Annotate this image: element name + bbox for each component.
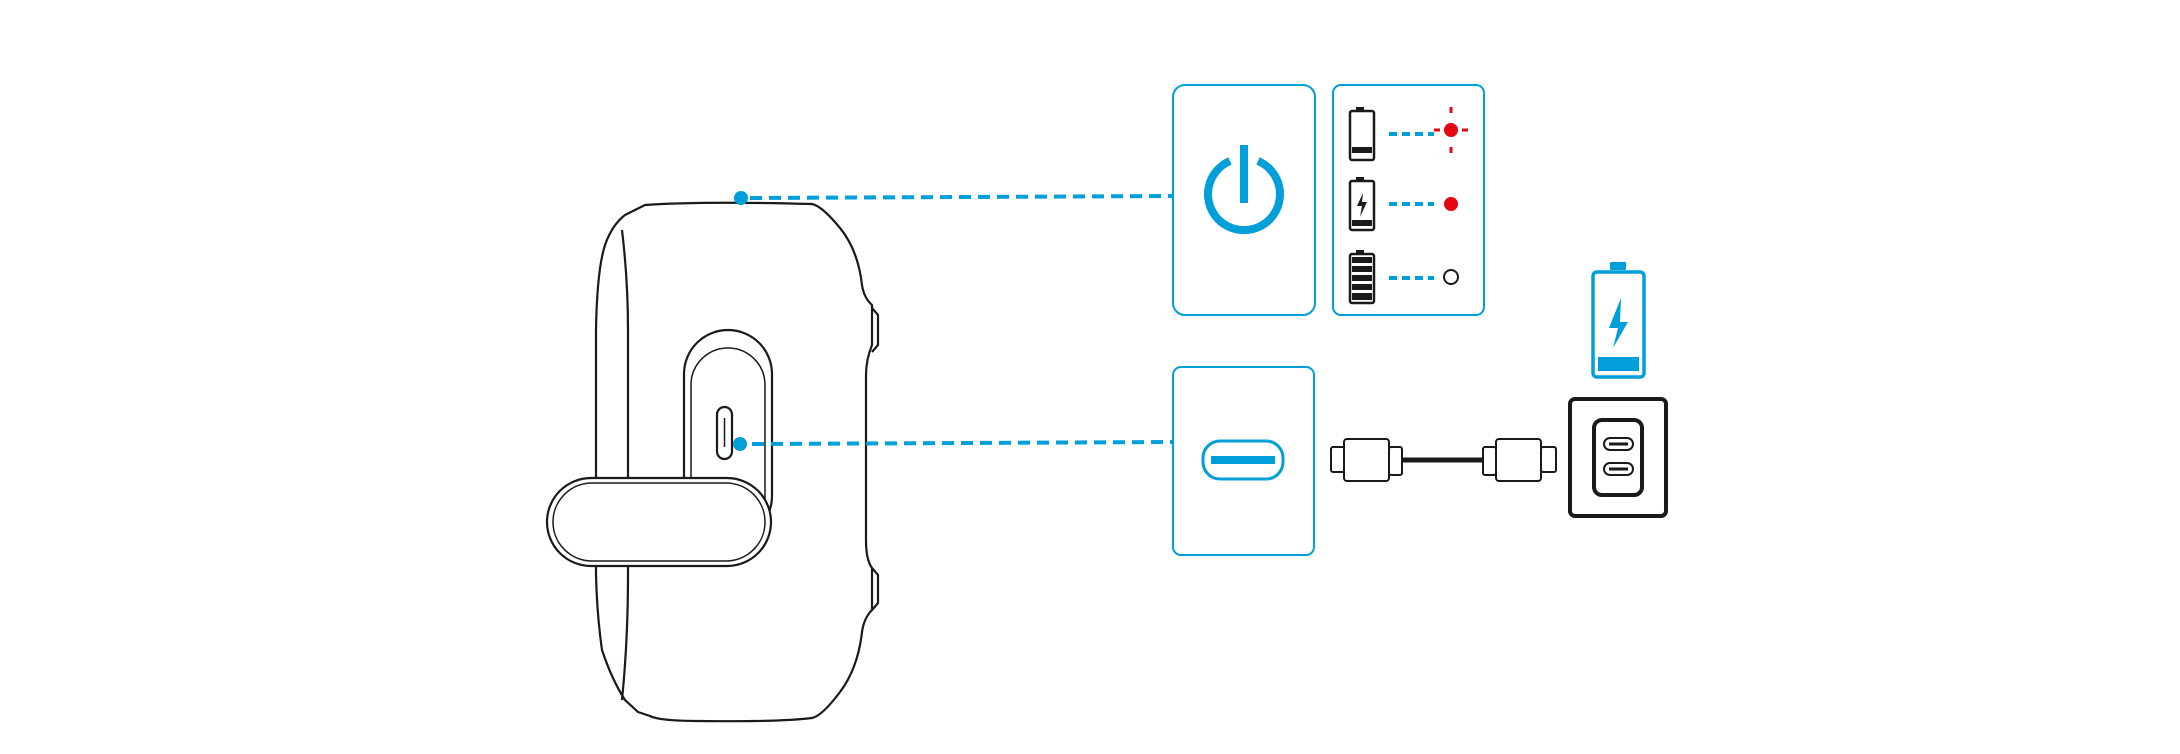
usb-c-port-tongue <box>1211 456 1275 464</box>
speaker-button-bump-top <box>871 307 880 353</box>
led-off-icon <box>1443 269 1459 285</box>
speaker-side-seam <box>620 229 630 701</box>
charger-face <box>1592 418 1644 497</box>
usb-c-port-panel <box>1172 366 1315 556</box>
strap-loop-inner <box>552 482 766 562</box>
speaker-body-outline <box>594 201 874 723</box>
blinking-red-led-icon <box>1434 107 1468 153</box>
callout-lines <box>749 194 1175 446</box>
usb-c-cable-icon <box>1330 438 1557 482</box>
power-panel-frame <box>1172 84 1316 316</box>
cable-plug-left-body <box>1343 438 1390 482</box>
charger-port-1 <box>1603 437 1634 451</box>
cable-plug-right-body <box>1495 438 1542 482</box>
port-callout-line <box>751 440 1175 446</box>
strap-loop <box>545 476 773 568</box>
solid-red-led-icon <box>1444 197 1458 211</box>
power-panel <box>1172 84 1316 316</box>
usb-c-port-on-speaker <box>715 405 734 461</box>
power-callout-line <box>749 194 1175 200</box>
lightning-bolt-icon <box>1609 298 1628 348</box>
power-icon <box>1204 145 1284 235</box>
charger-outer <box>1568 397 1668 518</box>
charging-battery-indicator <box>1591 262 1646 379</box>
usb-panel-frame <box>1172 366 1315 556</box>
dual-usb-c-charger-icon <box>1568 397 1668 518</box>
led-status-panel <box>1332 84 1485 316</box>
cable-plug-right-tip <box>1540 446 1557 473</box>
speaker-side-view <box>545 201 880 723</box>
power-button-marker <box>734 191 748 205</box>
charging-battery-icon <box>1348 177 1376 232</box>
low-battery-icon <box>1348 107 1376 162</box>
led-panel-frame <box>1332 84 1485 316</box>
speaker-button-bump-bottom <box>871 567 880 611</box>
port-marker <box>733 437 747 451</box>
usb-c-port-icon <box>1201 439 1285 481</box>
cable-plug-left-collar <box>1388 446 1403 476</box>
charger-port-2 <box>1603 462 1634 476</box>
cable-plug-right-collar <box>1482 446 1497 476</box>
full-battery-icon <box>1348 250 1376 305</box>
